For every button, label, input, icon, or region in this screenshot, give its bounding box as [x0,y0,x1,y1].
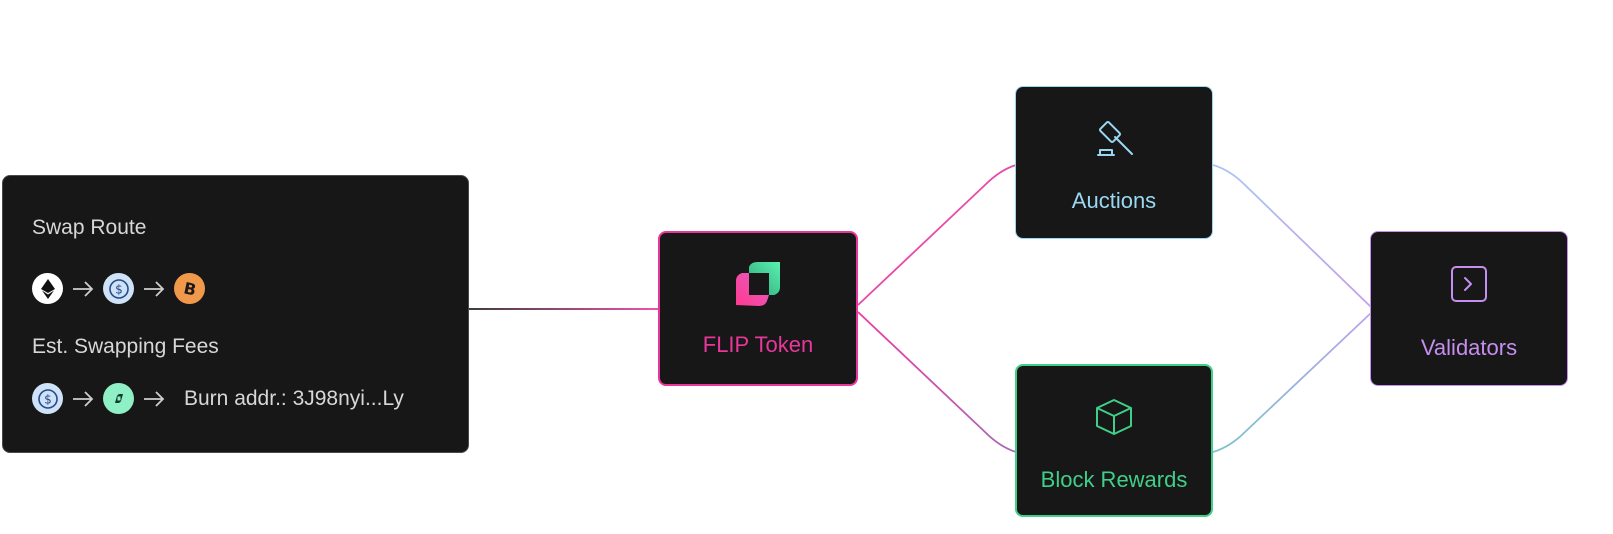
link-flip-rewards [857,311,1017,453]
gavel-icon [1093,117,1135,164]
validators-label: Validators [1420,335,1518,360]
fees-title: Est. Swapping Fees [32,335,219,358]
cube-icon [1093,396,1135,443]
swap-route-card: Swap Route $ B Est. Swapping Fees $ [2,175,469,453]
burn-address-text: Burn addr.: 3J98nyi...Ly [184,386,404,410]
validators-node: Validators [1370,231,1568,386]
auctions-node: Auctions [1015,86,1213,239]
link-rewards-validators [1212,311,1373,453]
auctions-label: Auctions [1071,188,1157,213]
arrow-right-icon [68,390,98,407]
flip-token-label: FLIP Token [702,332,814,357]
flip-logo-icon [735,261,781,312]
flip-token-node: FLIP Token [658,231,858,386]
flip-coin-icon [103,383,134,414]
svg-text:$: $ [44,392,52,406]
arrow-right-icon [139,280,169,297]
ethereum-icon [32,273,63,304]
svg-text:B: B [182,279,198,299]
usdc-icon: $ [103,273,134,304]
swap-route-title: Swap Route [32,216,147,239]
usdc-icon: $ [32,383,63,414]
block-rewards-label: Block Rewards [1040,467,1188,492]
arrow-right-icon [68,280,98,297]
svg-text:$: $ [115,282,123,296]
link-flip-auctions [857,164,1017,306]
swap-route-row: $ B [32,273,205,304]
fees-row: $ Burn addr.: 3J98nyi...Ly [32,383,404,414]
block-rewards-node: Block Rewards [1015,364,1213,517]
link-auctions-validators [1212,164,1373,309]
arrow-right-icon [139,390,169,407]
terminal-icon [1450,265,1488,308]
bitcoin-icon: B [174,273,205,304]
